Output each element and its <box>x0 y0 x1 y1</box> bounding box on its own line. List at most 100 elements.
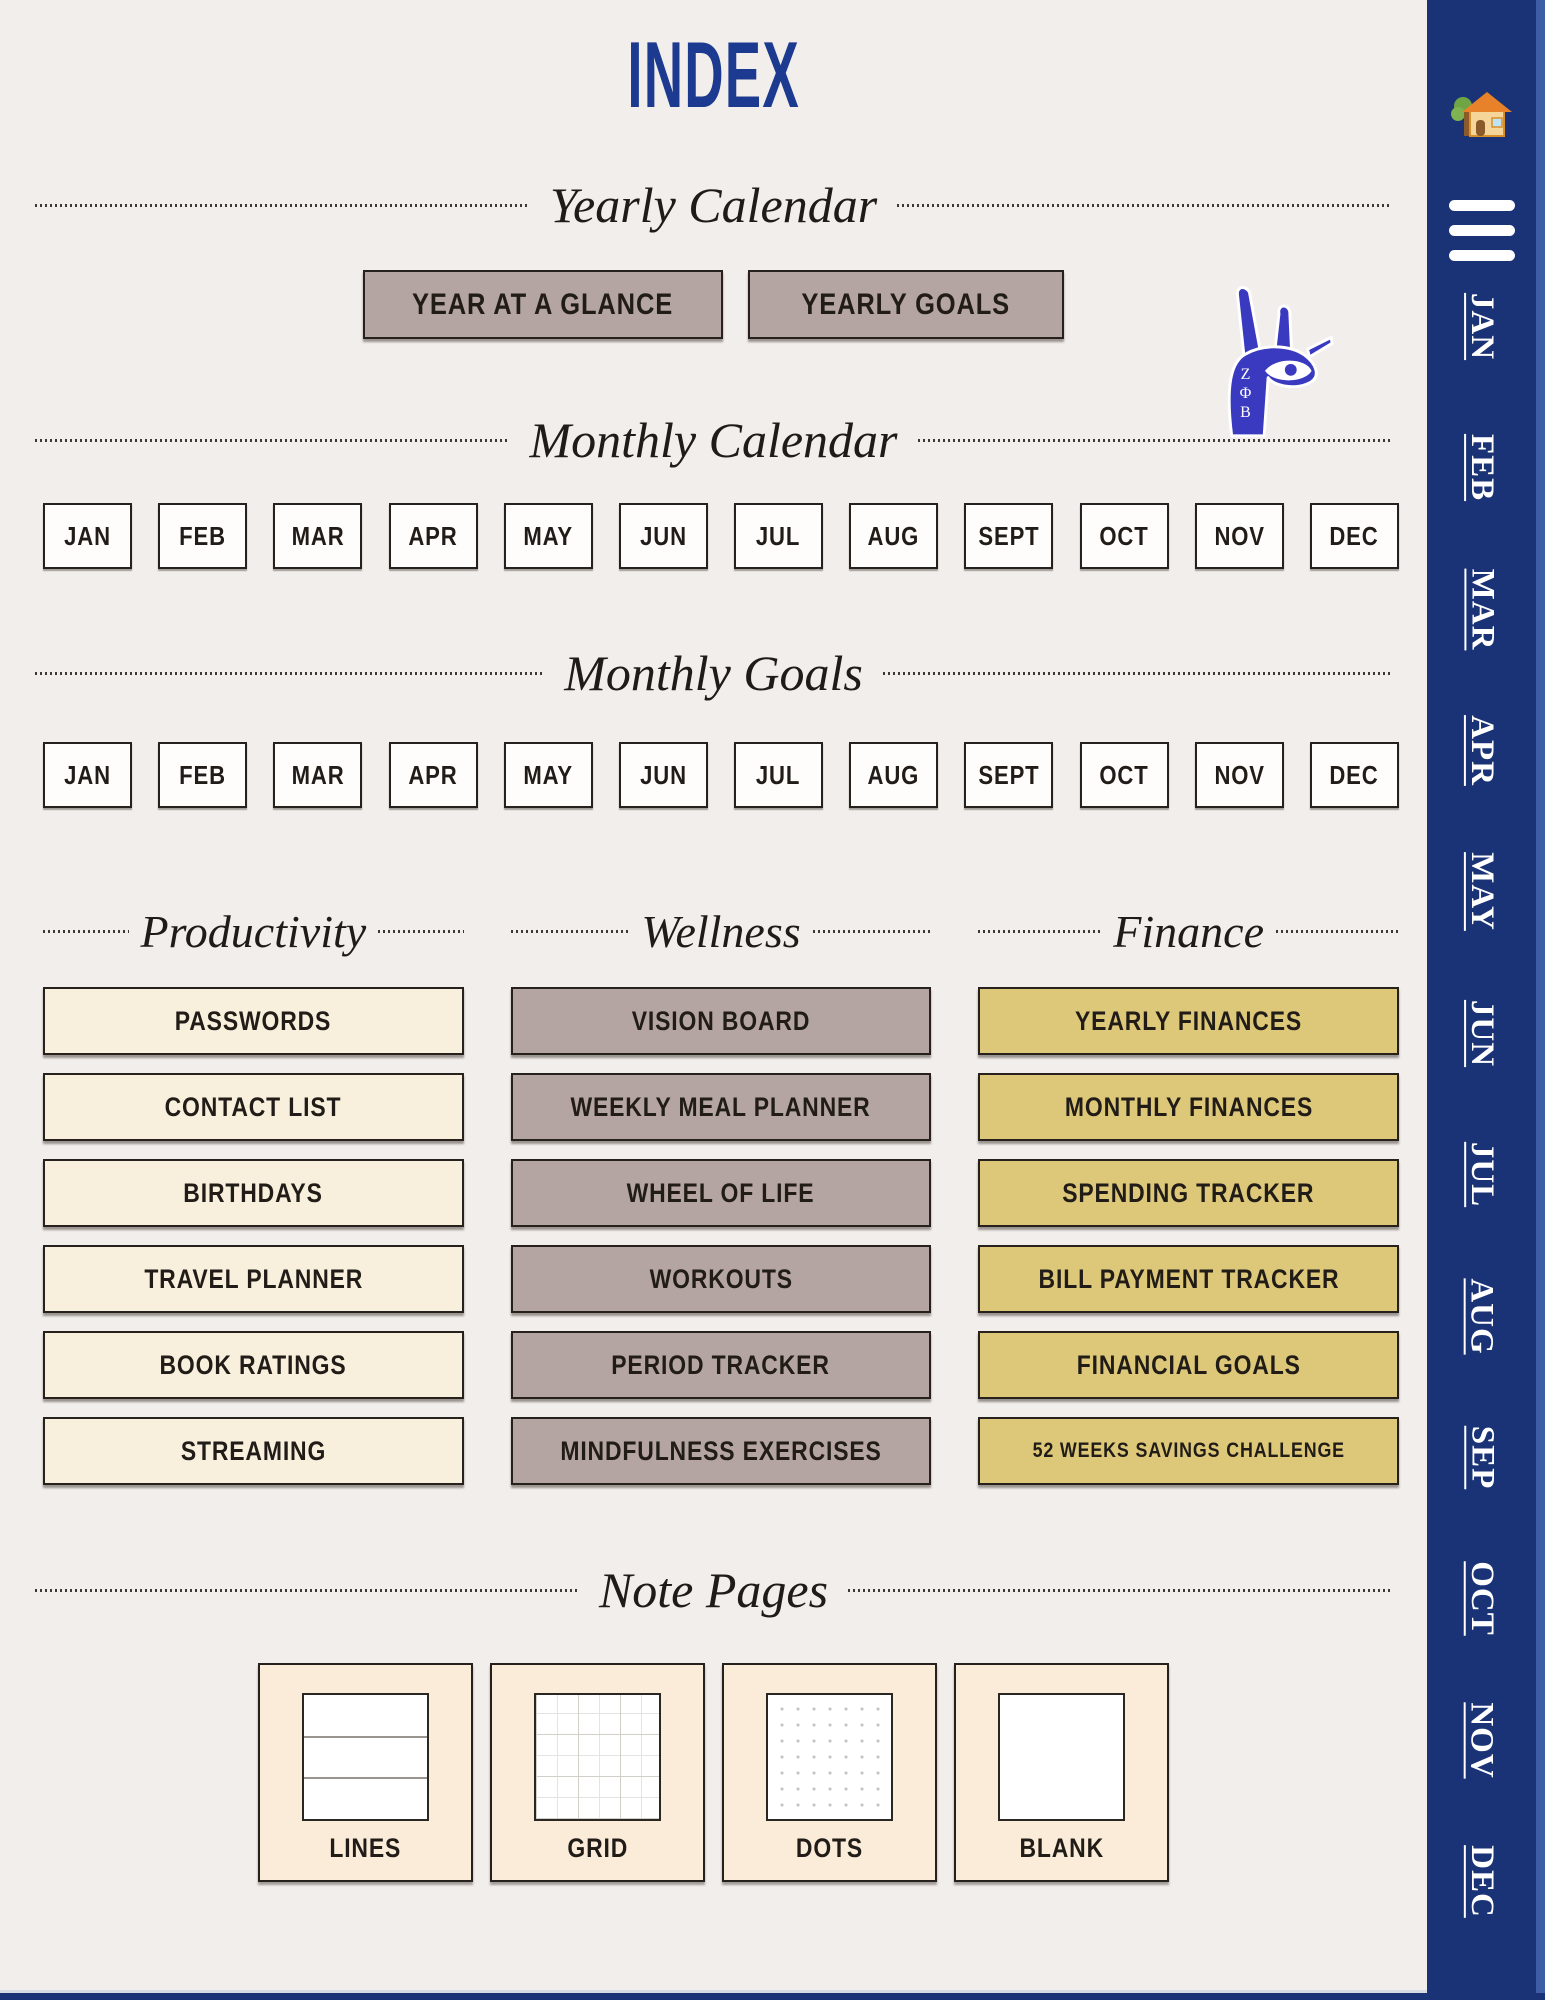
wellness-heading: Wellness <box>641 905 801 957</box>
wellness-item-button[interactable]: PERIOD TRACKER <box>510 1331 932 1399</box>
month-button[interactable]: APR <box>388 503 478 569</box>
productivity-item-button[interactable]: PASSWORDS <box>43 987 464 1055</box>
note-page-label: LINES <box>329 1833 402 1863</box>
note-page-label: DOTS <box>795 1833 864 1863</box>
month-button[interactable]: JAN <box>43 503 132 569</box>
month-button[interactable]: AUG <box>849 503 939 569</box>
finance-item-button[interactable]: FINANCIAL GOALS <box>978 1331 1399 1399</box>
month-button[interactable]: FEB <box>158 742 248 808</box>
year-at-a-glance-label: YEAR AT A GLANCE <box>412 287 674 321</box>
month-button[interactable]: OCT <box>1079 742 1169 808</box>
dotted-divider <box>848 1588 1393 1592</box>
finance-item-button[interactable]: MONTHLY FINANCES <box>978 1073 1399 1141</box>
footer-divider <box>0 1990 1427 1993</box>
note-page-tile[interactable]: GRID <box>490 1663 705 1882</box>
month-button[interactable]: NOV <box>1194 503 1284 569</box>
finance-list: YEARLY FINANCES MONTHLY FINANCES SPENDIN… <box>978 987 1399 1485</box>
finance-heading: Finance <box>1113 905 1265 957</box>
footer-bar <box>0 1993 1545 2000</box>
dotted-divider <box>510 929 630 933</box>
wellness-item-label: PERIOD TRACKER <box>611 1349 831 1380</box>
productivity-item-button[interactable]: CONTACT LIST <box>43 1073 464 1141</box>
sidebar-month-tab[interactable]: FEB <box>1464 434 1500 502</box>
sidebar-month-tab[interactable]: SEP <box>1464 1425 1500 1490</box>
month-button[interactable]: JUN <box>618 742 708 808</box>
month-label: JUL <box>756 759 801 790</box>
sidebar-month-tab[interactable]: NOV <box>1464 1701 1500 1779</box>
sidebar-month-tab[interactable]: JUL <box>1464 1141 1500 1208</box>
wellness-heading-row: Wellness <box>510 875 932 987</box>
sidebar-month-tab[interactable]: DEC <box>1464 1845 1500 1918</box>
wellness-item-label: WEEKLY MEAL PLANNER <box>570 1091 872 1122</box>
dotted-divider <box>812 929 932 933</box>
sidebar-month-tab[interactable]: AUG <box>1464 1277 1500 1355</box>
wellness-item-button[interactable]: MINDFULNESS EXERCISES <box>510 1417 932 1485</box>
monthly-goals-heading: Monthly Goals <box>564 645 863 701</box>
yearly-goals-button[interactable]: YEARLY GOALS <box>748 270 1064 339</box>
month-button[interactable]: OCT <box>1079 503 1169 569</box>
dotted-divider <box>35 203 530 207</box>
sidebar-month-tab[interactable]: MAY <box>1464 852 1500 932</box>
wellness-list: VISION BOARD WEEKLY MEAL PLANNER WHEEL O… <box>510 987 932 1485</box>
month-button[interactable]: SEPT <box>964 742 1054 808</box>
sidebar-month-tab[interactable]: JUN <box>1463 999 1500 1067</box>
wellness-item-button[interactable]: WEEKLY MEAL PLANNER <box>510 1073 932 1141</box>
finance-item-button[interactable]: 52 WEEKS SAVINGS CHALLENGE <box>978 1417 1399 1485</box>
finance-item-button[interactable]: SPENDING TRACKER <box>978 1159 1399 1227</box>
finance-item-button[interactable]: BILL PAYMENT TRACKER <box>978 1245 1399 1313</box>
month-button[interactable]: DEC <box>1309 742 1399 808</box>
month-label: APR <box>408 520 458 551</box>
note-page-tile[interactable]: BLANK <box>954 1663 1169 1882</box>
note-page-preview <box>302 1693 429 1821</box>
month-label: MAY <box>523 520 573 551</box>
month-label: JUN <box>639 759 687 790</box>
productivity-item-button[interactable]: BOOK RATINGS <box>43 1331 464 1399</box>
wellness-item-button[interactable]: WORKOUTS <box>510 1245 932 1313</box>
finance-item-label: 52 WEEKS SAVINGS CHALLENGE <box>1032 1439 1345 1462</box>
month-button[interactable]: DEC <box>1309 503 1399 569</box>
finance-item-button[interactable]: YEARLY FINANCES <box>978 987 1399 1055</box>
month-button[interactable]: MAY <box>503 742 593 808</box>
sidebar-month-tab[interactable]: APR <box>1463 715 1500 786</box>
month-label: MAY <box>523 759 573 790</box>
wellness-item-label: WHEEL OF LIFE <box>627 1177 815 1208</box>
menu-button[interactable] <box>1449 200 1515 261</box>
sidebar-month-tab[interactable]: JAN <box>1463 292 1500 361</box>
main-content: INDEX Yearly Calendar YEAR AT A GLANCE Y… <box>35 28 1399 1882</box>
month-label: JUN <box>639 520 687 551</box>
month-button[interactable]: MAY <box>503 503 593 569</box>
month-button[interactable]: MAR <box>273 742 363 808</box>
sidebar-month-tab[interactable]: OCT <box>1463 1561 1500 1636</box>
productivity-item-label: TRAVEL PLANNER <box>143 1263 363 1294</box>
home-icon <box>1450 92 1512 137</box>
hamburger-bar <box>1449 250 1515 261</box>
finance-item-label: YEARLY FINANCES <box>1075 1005 1303 1036</box>
note-page-tile[interactable]: DOTS <box>722 1663 937 1882</box>
productivity-item-button[interactable]: TRAVEL PLANNER <box>43 1245 464 1313</box>
year-at-a-glance-button[interactable]: YEAR AT A GLANCE <box>363 270 723 339</box>
month-button[interactable]: APR <box>388 742 478 808</box>
productivity-item-button[interactable]: BIRTHDAYS <box>43 1159 464 1227</box>
monthly-calendar-heading: Monthly Calendar <box>529 412 898 468</box>
note-page-tile[interactable]: LINES <box>258 1663 473 1882</box>
monthly-goals-months: JAN FEB MAR APR MAY JUN JUL AUG SEPT OCT… <box>43 742 1399 808</box>
month-label: JAN <box>64 520 111 551</box>
finance-item-label: BILL PAYMENT TRACKER <box>1038 1263 1340 1294</box>
home-button[interactable] <box>1427 88 1536 151</box>
month-label: DEC <box>1329 520 1380 551</box>
month-button[interactable]: JUN <box>618 503 708 569</box>
month-button[interactable]: JUL <box>734 503 824 569</box>
month-button[interactable]: JAN <box>43 742 132 808</box>
month-button[interactable]: MAR <box>273 503 363 569</box>
month-button[interactable]: JUL <box>734 742 824 808</box>
month-button[interactable]: NOV <box>1194 742 1284 808</box>
wellness-item-button[interactable]: VISION BOARD <box>510 987 932 1055</box>
month-button[interactable]: FEB <box>158 503 248 569</box>
month-button[interactable]: SEPT <box>964 503 1054 569</box>
wellness-item-button[interactable]: WHEEL OF LIFE <box>510 1159 932 1227</box>
productivity-item-button[interactable]: STREAMING <box>43 1417 464 1485</box>
month-button[interactable]: AUG <box>849 742 939 808</box>
sidebar-month-tab[interactable]: MAR <box>1464 568 1500 651</box>
note-page-preview <box>534 1693 661 1821</box>
